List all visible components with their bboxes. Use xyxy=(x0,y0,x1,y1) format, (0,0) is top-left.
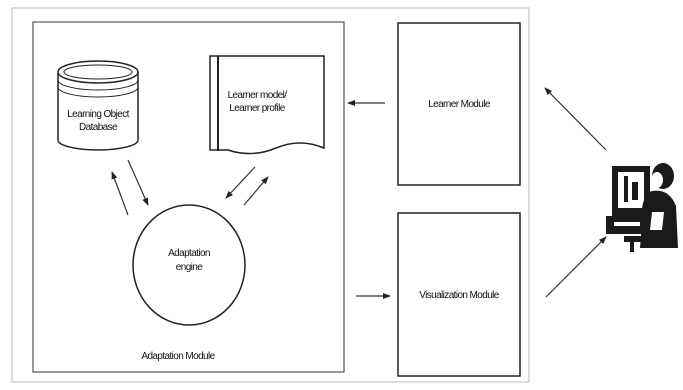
learner-model-label-line1: Learner model/ xyxy=(228,90,288,101)
learner-module-box xyxy=(397,22,521,186)
arrow-model-to-engine xyxy=(225,166,256,199)
engine-label-line1: Adaptation xyxy=(168,248,210,259)
learning-object-database: Learning Object Database xyxy=(57,60,139,151)
learner-model-label-line2: Learner profile xyxy=(229,103,286,114)
database-label-line2: Database xyxy=(79,122,118,133)
learner-model-document: Learner model/ Learner profile xyxy=(209,55,325,155)
adaptation-module-label: Adaptation Module xyxy=(141,351,215,362)
arrow-user-to-learner-module xyxy=(544,87,607,151)
visualization-module-box xyxy=(397,212,521,377)
user-at-computer-icon xyxy=(606,163,678,252)
arrow-engine-to-db xyxy=(111,171,129,216)
visualization-module-label: Visualization Module xyxy=(419,290,500,301)
outer-frame xyxy=(11,7,530,383)
engine-label-line2: engine xyxy=(176,262,203,273)
learner-module-label: Learner Module xyxy=(428,99,491,110)
adaptation-engine xyxy=(132,204,246,326)
arrow-engine-to-model xyxy=(243,176,269,206)
adaptation-module-box xyxy=(32,21,345,373)
arrow-visualization-to-user xyxy=(545,236,607,298)
database-label-line1: Learning Object xyxy=(67,109,129,120)
arrow-db-to-engine xyxy=(127,159,149,206)
